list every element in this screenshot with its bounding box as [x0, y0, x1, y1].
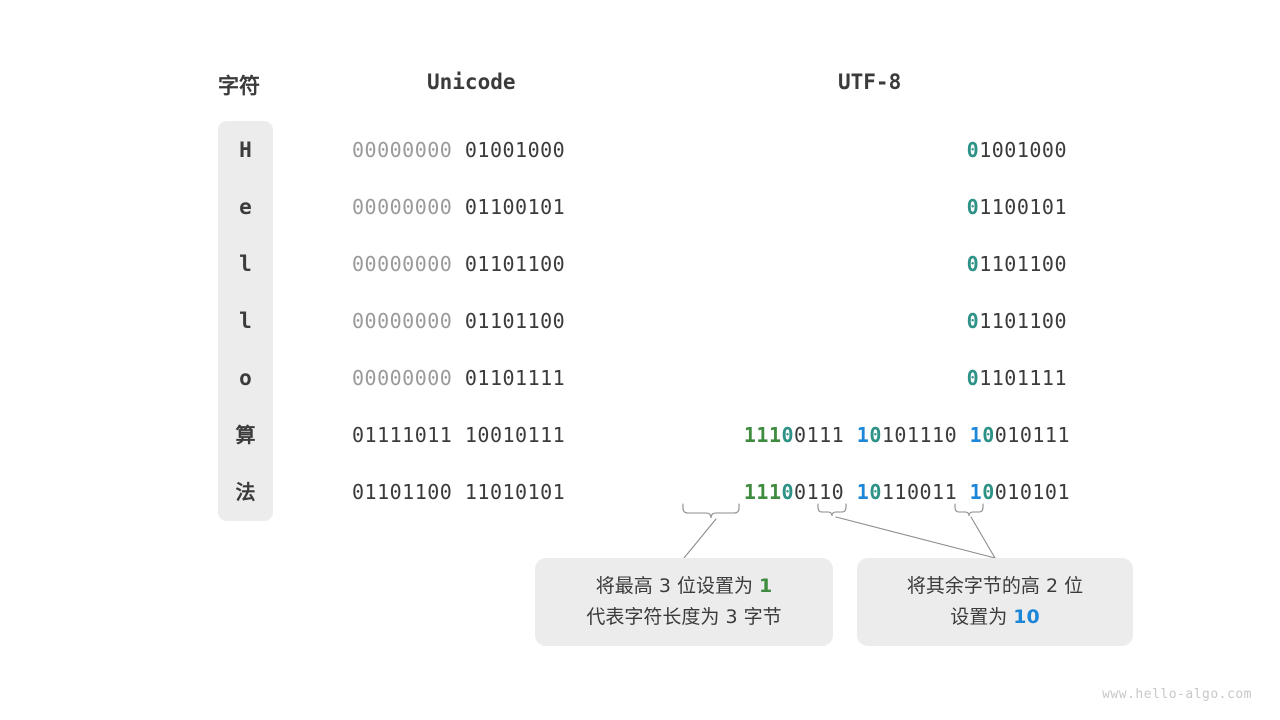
connector-cont1-to-right-callout	[835, 516, 996, 559]
callout-right-line2: 设置为 10	[950, 606, 1040, 628]
unicode-high-byte: 00000000	[352, 252, 453, 276]
column-header-character: 字符	[218, 74, 260, 98]
char-cell: l	[239, 309, 252, 333]
utf8-payload: 101110	[881, 423, 958, 447]
unicode-high-byte: 01101100	[352, 480, 453, 504]
unicode-bits: 00000000 01001000	[352, 135, 565, 165]
connector-cont2-to-right-callout	[970, 516, 996, 559]
utf8-payload: 1101100	[979, 252, 1067, 276]
utf8-cont-terminator: 0	[869, 480, 882, 504]
column-header-utf8: UTF-8	[838, 70, 902, 94]
utf8-payload: 0110	[794, 480, 845, 504]
char-cell: H	[239, 138, 252, 162]
utf8-bits: 01100101	[680, 192, 1067, 222]
callout-continuation-byte: 将其余字节的高 2 位 设置为 10	[857, 558, 1133, 646]
utf8-lead-marker: 0	[966, 309, 980, 333]
unicode-high-byte: 00000000	[352, 138, 453, 162]
unicode-low-byte: 01001000	[464, 138, 566, 162]
unicode-low-byte: 10010111	[464, 423, 566, 447]
unicode-low-byte: 01101111	[464, 366, 566, 390]
unicode-bits: 00000000 01101100	[352, 306, 565, 336]
unicode-low-byte: 01101100	[464, 252, 566, 276]
callout-left-line1: 将最高 3 位设置为 1	[595, 575, 773, 597]
unicode-high-byte: 00000000	[352, 195, 453, 219]
callout-right-line1: 将其余字节的高 2 位	[906, 575, 1084, 597]
utf8-bits: 11100110 10110011 10010101	[680, 477, 1070, 507]
callout-left-line2: 代表字符长度为 3 字节	[586, 606, 782, 628]
utf8-lead-marker: 0	[966, 195, 980, 219]
utf8-payload: 010101	[994, 480, 1070, 504]
unicode-low-byte: 01101100	[464, 309, 566, 333]
site-watermark: www.hello-algo.com	[1102, 687, 1252, 702]
utf8-cont-marker: 1	[969, 423, 983, 447]
unicode-bits: 01111011 10010111	[352, 420, 565, 450]
char-cell: e	[239, 195, 252, 219]
utf8-payload: 1101111	[979, 366, 1067, 390]
utf8-payload: 110011	[881, 480, 958, 504]
utf8-lead-marker: 0	[966, 366, 980, 390]
character-column-chip	[218, 121, 273, 521]
utf8-payload: 1001000	[979, 138, 1067, 162]
utf8-length-marker: 111	[743, 480, 782, 504]
utf8-payload: 1100101	[979, 195, 1067, 219]
unicode-high-byte: 00000000	[352, 309, 453, 333]
unicode-bits: 01101100 11010101	[352, 477, 565, 507]
utf8-bits: 11100111 10101110 10010111	[680, 420, 1070, 450]
utf8-lead-marker: 0	[966, 252, 980, 276]
unicode-low-byte: 01100101	[464, 195, 566, 219]
utf8-bits: 01101111	[680, 363, 1067, 393]
callout-right-value: 10	[1013, 606, 1040, 628]
char-cell: l	[239, 252, 252, 276]
utf8-length-marker: 111	[743, 423, 782, 447]
char-cell: 法	[235, 480, 256, 504]
unicode-low-byte: 11010101	[464, 480, 566, 504]
utf8-cont-marker: 1	[856, 423, 870, 447]
utf8-cont-marker: 1	[856, 480, 870, 504]
unicode-high-byte: 01111011	[352, 423, 453, 447]
utf8-cont-marker: 1	[969, 480, 983, 504]
utf8-bits: 01101100	[680, 249, 1067, 279]
utf8-bits: 01001000	[680, 135, 1067, 165]
char-cell: o	[239, 366, 252, 390]
callout-left-num: 3	[658, 575, 671, 597]
utf8-cont-terminator: 0	[982, 480, 995, 504]
utf8-cont-terminator: 0	[982, 423, 995, 447]
unicode-bits: 00000000 01101111	[352, 363, 565, 393]
utf8-payload: 010111	[994, 423, 1070, 447]
column-header-unicode: Unicode	[427, 70, 516, 94]
utf8-lead-marker: 0	[966, 138, 980, 162]
utf8-payload: 1101100	[979, 309, 1067, 333]
connector-lead-to-left-callout	[683, 518, 717, 559]
unicode-bits: 00000000 01101100	[352, 249, 565, 279]
utf8-bits: 01101100	[680, 306, 1067, 336]
unicode-high-byte: 00000000	[352, 366, 453, 390]
callout-left-value: 1	[759, 575, 773, 597]
utf8-length-terminator: 0	[781, 423, 795, 447]
utf8-cont-terminator: 0	[869, 423, 882, 447]
utf8-length-terminator: 0	[781, 480, 795, 504]
unicode-bits: 00000000 01100101	[352, 192, 565, 222]
char-cell: 算	[235, 423, 256, 447]
utf8-payload: 0111	[794, 423, 845, 447]
callout-lead-byte: 将最高 3 位设置为 1 代表字符长度为 3 字节	[535, 558, 833, 646]
